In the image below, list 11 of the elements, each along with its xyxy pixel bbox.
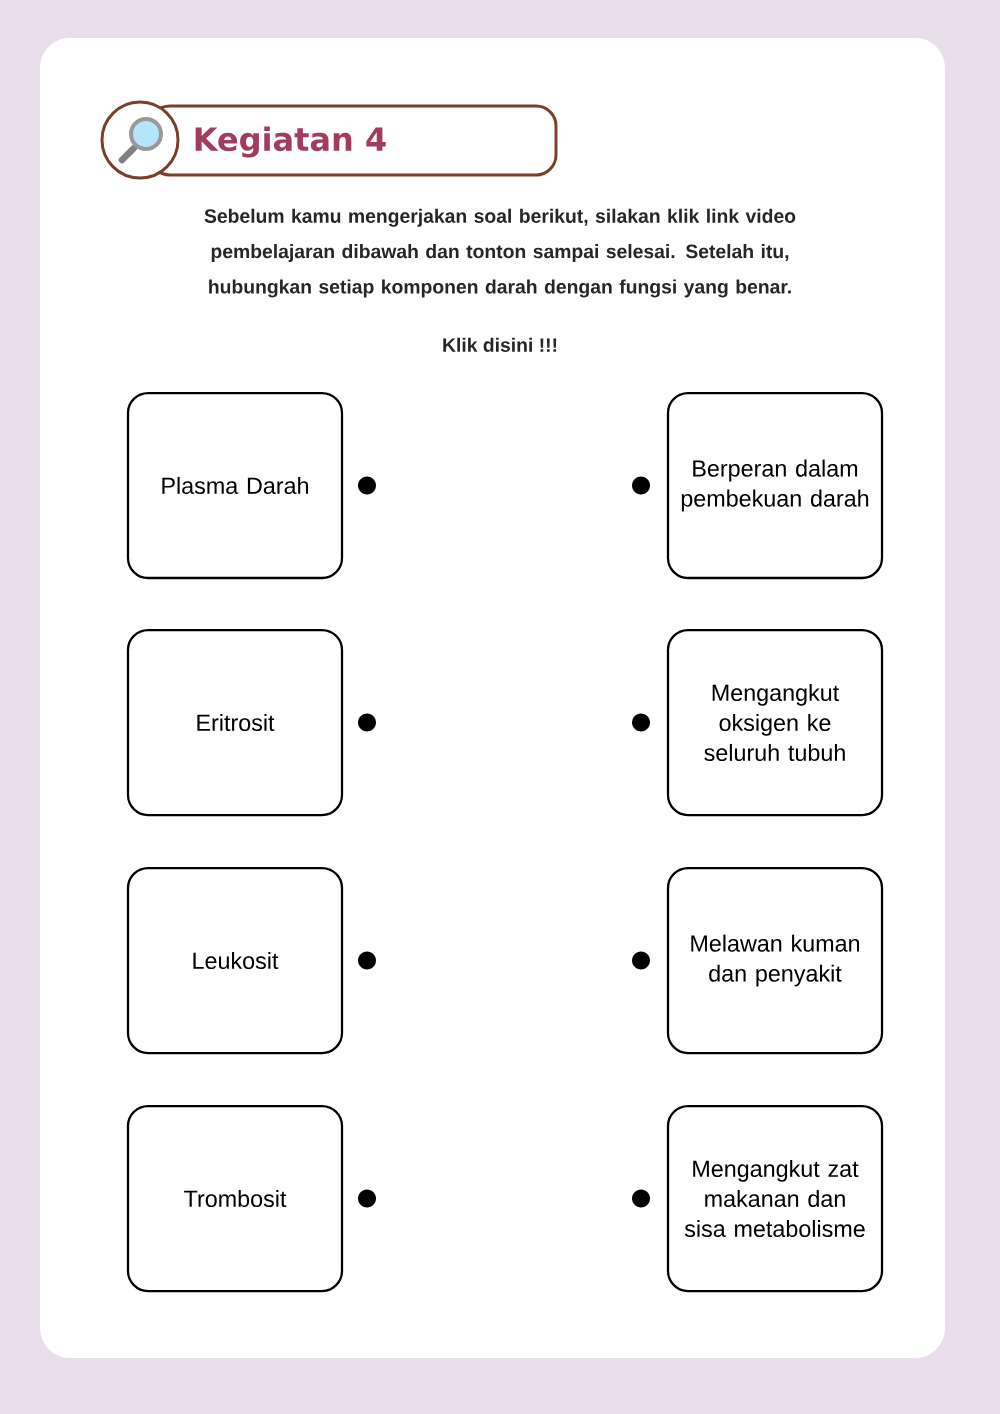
instruction-text: Klik disini !!!: [443, 337, 557, 352]
answer-box: Eritrosit: [126, 628, 344, 817]
answer-box: Trombosit: [126, 1104, 344, 1293]
answer-box: Berperan dalam pembekuan darah: [666, 391, 884, 580]
answer-box: Leukosit: [126, 866, 344, 1055]
answer-box: Mengangkut oksigen ke seluruh tubuh: [666, 628, 884, 817]
title-banner: Kegiatan 4: [148, 104, 558, 177]
instruction-text: Sebelum kamu mengerjakan soal berikut, silakan klik link video pembelajaran dibawah dan tonton sampai selesai. Setelah itu, hubungkan setiap komponen darah dengan fungsi yang benar.: [204, 208, 796, 298]
answer-box: Mengangkut zat makanan dan sisa metabolisme: [666, 1104, 884, 1293]
answer-box: Melawan kuman dan penyakit: [666, 866, 884, 1055]
answer-box: Plasma Darah: [126, 391, 344, 580]
